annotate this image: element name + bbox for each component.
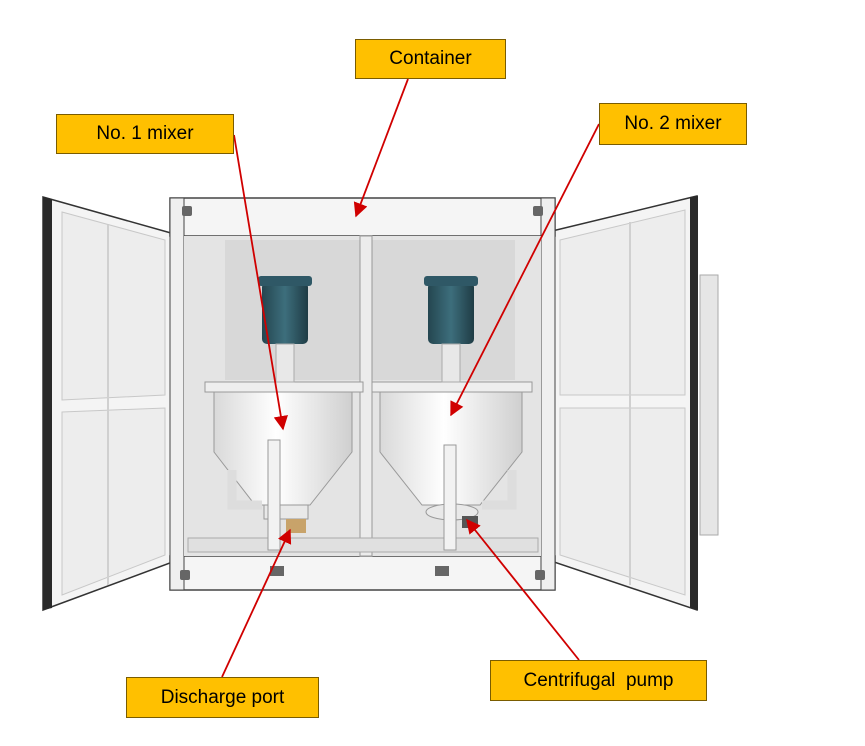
container-label: Container [355,39,506,79]
mixer1-label: No. 1 mixer [56,114,234,154]
mixer-2 [371,276,533,551]
pump-arrow [466,518,580,661]
discharge-port-label: Discharge port [126,677,319,718]
mixer2-label: No. 2 mixer [599,103,747,145]
discharge-arrow [221,528,292,678]
container-arrow [353,78,409,218]
mixer-1 [204,276,364,551]
mixer2-arrow [450,123,600,417]
pointer-arrows [221,78,600,678]
right-door [547,195,719,612]
mixer1-arrow [233,134,288,431]
centrifugal-pump-label: Centrifugal pump [490,660,707,701]
